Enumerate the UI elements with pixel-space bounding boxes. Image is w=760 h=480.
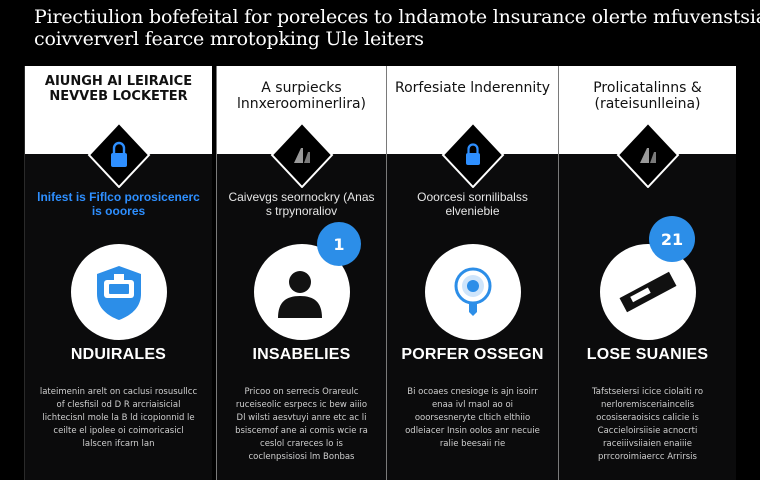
- title-line-1: Pirectiulion bofefeital for poreleces to…: [34, 6, 760, 28]
- column-body: Bi ocoaes cnesioge is ajn isoirr enaa iv…: [405, 387, 540, 449]
- column-header-text: Rorfesiate lnderennity: [394, 80, 550, 96]
- column-3: Rorfesiate lnderennity Ooorcesi sornilib…: [386, 66, 558, 480]
- count-badge: 1: [317, 222, 361, 266]
- column-subhead: lnifest is Fiflco porosicenerc is ooores: [37, 190, 200, 218]
- column-1: AIUNGH AI LEIRAICE NEVVEB LOCKETER lnife…: [24, 66, 212, 480]
- column-label: LOSE SUANIES: [586, 346, 709, 363]
- column-header-text: A surpiecks lnnxeroominerlira): [236, 80, 367, 112]
- column-body: lateimenin arelt on caclusi rosusullcc o…: [39, 387, 198, 449]
- column-header: Rorfesiate lnderennity: [387, 66, 558, 154]
- column-2: A surpiecks lnnxeroominerlira) Caivevgs …: [216, 66, 386, 480]
- lock-icon: [86, 122, 152, 188]
- column-body: Tafstseiersi icice ciolaiti ro nerloremi…: [591, 387, 704, 462]
- column-header-text: AIUNGH AI LEIRAICE NEVVEB LOCKETER: [44, 74, 193, 104]
- shield-icon: [70, 244, 167, 340]
- lock-icon: [440, 122, 506, 188]
- column-label: NDUIRALES: [70, 346, 167, 363]
- column-label: PORFER OSSEGN: [401, 346, 544, 363]
- column-subhead: Ooorcesi sornilibalss elveniebie: [417, 190, 528, 218]
- folder-icon: [269, 122, 335, 188]
- column-4: Prolicatalinns & (rateisunlleina) 21 LOS…: [558, 66, 736, 480]
- target-icon: [424, 244, 521, 340]
- column-header-text: Prolicatalinns & (rateisunlleina): [593, 80, 702, 112]
- folder-icon: [615, 122, 681, 188]
- columns: AIUNGH AI LEIRAICE NEVVEB LOCKETER lnife…: [24, 66, 736, 480]
- page-title: Pirectiulion bofefeital for poreleces to…: [34, 6, 760, 50]
- column-body: Pricoo on serrecis Orareulc ruceiseolic …: [235, 387, 368, 462]
- column-subhead: Caivevgs seornockry (Anas s trpynoraliov: [228, 190, 375, 218]
- title-line-2: coivververl fearce mrotopking Ule leiter…: [34, 28, 424, 50]
- column-label: INSABELIES: [252, 346, 351, 363]
- count-badge: 21: [649, 216, 695, 262]
